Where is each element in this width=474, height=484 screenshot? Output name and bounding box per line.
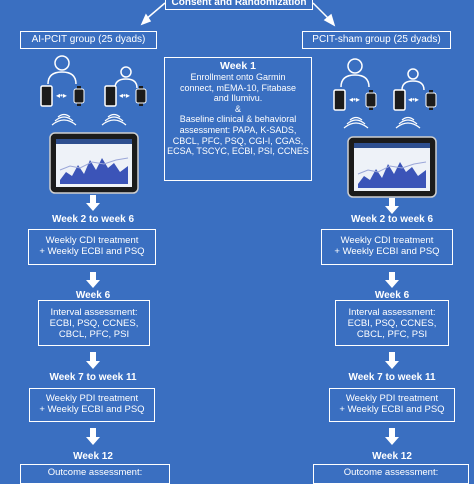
left-device-panel: ◂•▸ ◂•▸ xyxy=(40,55,147,194)
arrow-right-head xyxy=(323,13,336,27)
arrow-down-icon xyxy=(86,428,100,445)
person-icon xyxy=(47,55,77,85)
right-group-title-box: PCIT-sham group (25 dyads) xyxy=(302,31,451,49)
wifi-icon xyxy=(395,116,421,129)
left-step2-box: Interval assessment: ECBI, PSQ, CCNES, C… xyxy=(38,300,150,346)
week1-box: Week 1 Enrollment onto Garmin connect, m… xyxy=(164,57,312,181)
smartwatch-icon xyxy=(135,86,147,106)
smartphone-icon xyxy=(40,85,53,107)
left-step4-box: Outcome assessment: xyxy=(20,464,170,484)
arrow-down-icon xyxy=(385,272,399,288)
wifi-icon xyxy=(51,113,77,126)
right-device-panel: ◂•▸ ◂•▸ xyxy=(333,58,437,198)
illustrations: ◂•▸ ◂•▸ xyxy=(40,55,437,445)
right-step4-box: Outcome assessment: xyxy=(313,464,469,484)
right-step2-box: Interval assessment: ECBI, PSQ, CCNES, C… xyxy=(335,300,449,346)
smartphone-icon xyxy=(104,85,117,107)
person-icon xyxy=(340,58,370,88)
right-step3-label: Week 7 to week 11 xyxy=(348,372,436,383)
tablet-icon xyxy=(347,136,437,198)
arrow-left-head xyxy=(140,13,152,26)
smartwatch-icon xyxy=(73,86,85,106)
arrow-down-icon xyxy=(86,272,100,288)
consent-box: Consent and Randomization xyxy=(165,0,313,10)
left-group-title-box: AI-PCIT group (25 dyads) xyxy=(20,31,157,49)
left-step4-label: Week 12 xyxy=(73,451,113,462)
right-step1-box: Weekly CDI treatment + Weekly ECBI and P… xyxy=(321,229,453,265)
left-step1-box: Weekly CDI treatment + Weekly ECBI and P… xyxy=(28,229,156,265)
person-icon xyxy=(401,68,425,91)
left-step2-label: Week 6 xyxy=(75,290,111,301)
svg-text:◂•▸: ◂•▸ xyxy=(408,95,419,104)
right-step2-label: Week 6 xyxy=(374,290,410,301)
left-step1-label: Week 2 to week 6 xyxy=(51,214,135,225)
wifi-icon xyxy=(101,113,127,126)
right-group-title: PCIT-sham group (25 dyads) xyxy=(312,34,441,45)
arrow-down-icon xyxy=(385,428,399,445)
svg-text:◂•▸: ◂•▸ xyxy=(56,91,67,100)
smartphone-icon xyxy=(333,89,346,111)
smartphone-icon xyxy=(393,89,406,111)
arrow-down-icon xyxy=(86,195,100,211)
smartwatch-icon xyxy=(425,90,437,110)
week1-text: Enrollment onto Garmin connect, mEMA-10,… xyxy=(167,72,309,157)
person-icon xyxy=(114,66,138,89)
left-group-title: AI-PCIT group (25 dyads) xyxy=(31,34,146,45)
consent-label: Consent and Randomization xyxy=(171,0,307,8)
right-step1-label: Week 2 to week 6 xyxy=(350,214,434,225)
arrow-down-icon xyxy=(86,352,100,369)
arrow-down-icon xyxy=(385,198,399,214)
wifi-icon xyxy=(343,116,369,129)
arrow-down-icon xyxy=(385,352,399,369)
right-step4-label: Week 12 xyxy=(372,451,412,462)
smartwatch-icon xyxy=(365,90,377,110)
connector-lines xyxy=(140,2,336,27)
right-step3-box: Weekly PDI treatment + Weekly ECBI and P… xyxy=(329,388,455,422)
week1-title: Week 1 xyxy=(220,60,256,72)
left-step3-label: Week 7 to week 11 xyxy=(49,372,137,383)
svg-text:◂•▸: ◂•▸ xyxy=(119,91,130,100)
left-step3-box: Weekly PDI treatment + Weekly ECBI and P… xyxy=(29,388,155,422)
svg-text:◂•▸: ◂•▸ xyxy=(349,95,360,104)
tablet-icon xyxy=(49,132,139,194)
